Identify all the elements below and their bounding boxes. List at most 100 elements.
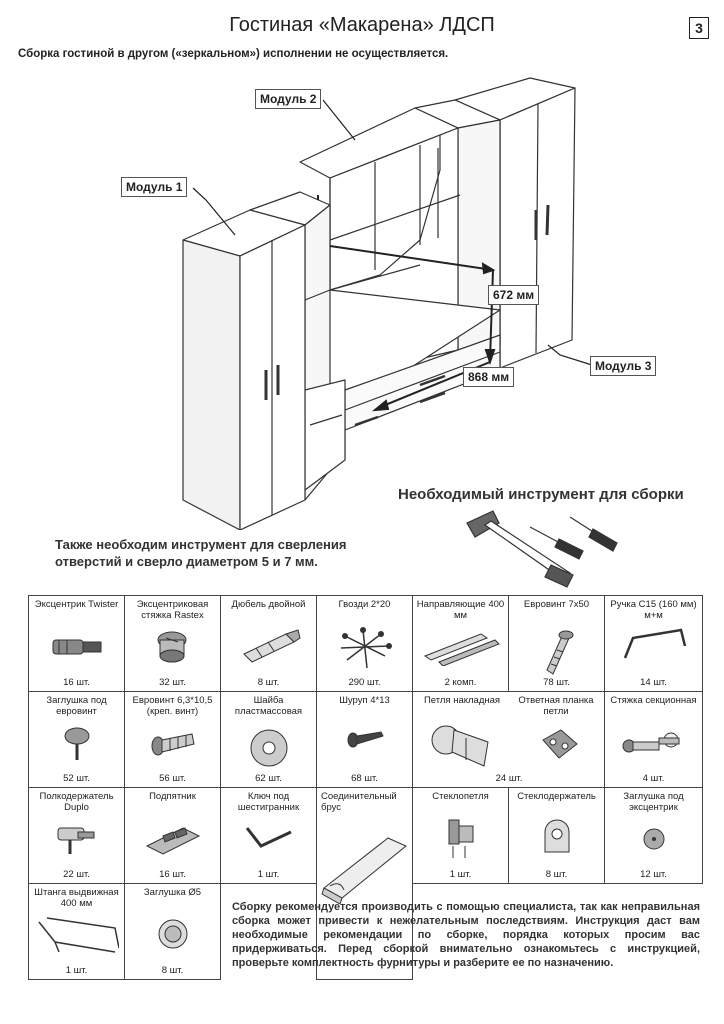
hardware-qty: 1 шт.: [65, 965, 88, 976]
hardware-name: Дюбель двойной: [231, 599, 306, 610]
hardware-qty: 24 шт.: [495, 773, 523, 784]
hardware-qty: 8 шт.: [257, 677, 280, 688]
hardware-qty: 1 шт.: [449, 869, 472, 880]
module-1-label: Модуль 1: [121, 177, 188, 197]
hardware-item: Подпятник 16 шт.: [124, 787, 221, 884]
screwdriver-icon: [529, 526, 584, 560]
eccentric-icon: [52, 639, 101, 655]
hardware-qty: 14 шт.: [640, 677, 667, 688]
hardware-qty: 32 шт.: [159, 677, 186, 688]
euro-screw-icon: [545, 630, 573, 675]
hardware-item: Эксцентриковая стяжка Rastex 32 шт.: [124, 595, 221, 692]
hardware-name: Шайба пластмассовая: [234, 695, 303, 717]
hinge-plate-icon: [542, 729, 578, 759]
hardware-name: Ответная планка петли: [518, 695, 594, 717]
wood-screw-icon: [347, 731, 384, 748]
glass-hinge-icon: [448, 819, 473, 858]
hardware-qty: 8 шт.: [545, 869, 568, 880]
tools-title: Необходимый инструмент для сборки: [398, 486, 684, 503]
width-dimension-label: 868 мм: [463, 367, 515, 387]
hardware-item: Заглушка под эксцентрик 12 шт.: [604, 787, 703, 884]
hinge-icon: [431, 725, 489, 767]
eccentric-cap-icon: [643, 828, 664, 850]
hardware-name: Направляющие 400 мм: [416, 599, 505, 621]
hardware-qty: 52 шт.: [63, 773, 90, 784]
hardware-item: Заглушка Ø5 8 шт.: [124, 883, 221, 980]
hardware-name: Петля накладная: [423, 695, 501, 706]
hardware-name: Штанга выдвижная 400 мм: [34, 887, 119, 909]
glide-icon: [145, 827, 200, 855]
hammer-icon: [466, 510, 574, 588]
hardware-qty: 4 шт.: [642, 773, 665, 784]
hardware-item: Петля накладная Ответная планка петли 24…: [412, 691, 605, 788]
tools-illustration: [466, 510, 618, 588]
shelf-support-icon: [57, 827, 94, 854]
section-connector-icon: [622, 732, 679, 753]
drawer-slide-icon: [423, 633, 500, 666]
hardware-item: Ручка С15 (160 мм) м+м 14 шт.: [604, 595, 703, 692]
hardware-name: Евровинт 7x50: [523, 599, 590, 610]
hardware-name: Соединительный брус: [321, 791, 397, 813]
hardware-qty: 16 шт.: [63, 677, 90, 688]
hardware-item: Штанга выдвижная 400 мм 1 шт.: [28, 883, 125, 980]
hardware-item: Стяжка секционная 4 шт.: [604, 691, 703, 788]
hardware-name: Стеклодержатель: [517, 791, 596, 802]
hardware-qty: 78 шт.: [543, 677, 570, 688]
hardware-qty: 56 шт.: [159, 773, 186, 784]
hardware-name: Гвозди 2*20: [338, 599, 391, 610]
hex-key-icon: [245, 827, 292, 848]
hardware-qty: 12 шт.: [640, 869, 667, 880]
page-title: Гостиная «Макарена» ЛДСП: [229, 14, 495, 36]
module-2-label: Модуль 2: [255, 89, 322, 109]
hardware-qty: 8 шт.: [161, 965, 184, 976]
furniture-diagram: [182, 77, 593, 530]
hardware-item: Ключ под шестигранник 1 шт.: [220, 787, 317, 884]
hardware-item: Шуруп 4*13 68 шт.: [316, 691, 413, 788]
washer-icon: [250, 729, 287, 767]
hardware-name: Заглушка под эксцентрик: [623, 791, 684, 813]
hardware-table: Эксцентрик Twister 16 шт. Эксцентриковая…: [28, 595, 703, 985]
hardware-name: Подпятник: [149, 791, 196, 802]
hardware-qty: 68 шт.: [351, 773, 378, 784]
hardware-item: Стеклопетля 1 шт.: [412, 787, 509, 884]
hardware-qty: 16 шт.: [159, 869, 186, 880]
height-dimension-label: 672 мм: [488, 285, 540, 305]
handle-icon: [623, 628, 686, 659]
hardware-name: Заглушка Ø5: [143, 887, 202, 898]
hardware-name: Ручка С15 (160 мм) м+м: [610, 599, 697, 621]
hardware-qty: 1 шт.: [257, 869, 280, 880]
screwdriver-icon: [569, 516, 618, 552]
hardware-name: Евровинт 6,3*10,5 (креп. винт): [132, 695, 213, 717]
module-3-label: Модуль 3: [590, 356, 657, 376]
hardware-name: Эксцентриковая стяжка Rastex: [136, 599, 209, 621]
drill-requirement-note: Также необходим инструмент для сверления…: [55, 537, 347, 569]
page-number: 3: [689, 17, 709, 39]
rastex-icon: [157, 631, 186, 663]
hardware-item: Гвозди 2*20 290 шт.: [316, 595, 413, 692]
hardware-name: Стеклопетля: [432, 791, 489, 802]
hardware-qty: 290 шт.: [348, 677, 381, 688]
hardware-name: Стяжка секционная: [610, 695, 697, 706]
hardware-item: Направляющие 400 мм 2 комп.: [412, 595, 509, 692]
pull-out-rod-icon: [37, 917, 119, 953]
hardware-qty: 2 комп.: [444, 677, 477, 688]
nails-icon: [340, 627, 392, 669]
hardware-item: Дюбель двойной 8 шт.: [220, 595, 317, 692]
hardware-item: Эксцентрик Twister 16 шт.: [28, 595, 125, 692]
short-screw-icon: [151, 733, 195, 756]
assembly-warning: Сборка гостиной в другом («зеркальном») …: [18, 48, 449, 60]
glass-holder-icon: [544, 819, 569, 853]
hardware-item: Евровинт 6,3*10,5 (креп. винт) 56 шт.: [124, 691, 221, 788]
hardware-name: Ключ под шестигранник: [237, 791, 300, 813]
hardware-item: Евровинт 7x50 78 шт.: [508, 595, 605, 692]
hardware-name: Заглушка под евровинт: [46, 695, 107, 717]
connecting-bar-icon: [320, 837, 407, 904]
hardware-item: Заглушка под евровинт 52 шт.: [28, 691, 125, 788]
hardware-item: Стеклодержатель 8 шт.: [508, 787, 605, 884]
hardware-item: Шайба пластмассовая 62 шт.: [220, 691, 317, 788]
hardware-name: Эксцентрик Twister: [34, 599, 119, 610]
dowel-icon: [242, 629, 301, 663]
hardware-qty: 62 шт.: [255, 773, 282, 784]
cap-icon: [64, 727, 89, 760]
plug-icon: [158, 919, 187, 949]
